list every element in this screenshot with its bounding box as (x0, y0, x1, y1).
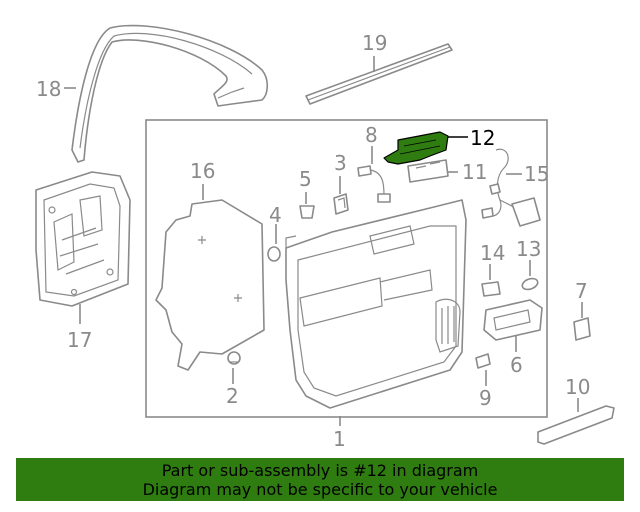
part-11-switch-housing (407, 159, 449, 183)
callout-6: 6 (510, 353, 523, 377)
part-7-cap (573, 317, 591, 341)
part-12-highlighted (383, 131, 449, 165)
part-15-wire-harness (481, 148, 541, 227)
part-6-door-handle (483, 299, 543, 341)
callout-19: 19 (362, 31, 387, 55)
callout-3: 3 (334, 151, 347, 175)
callout-4: 4 (269, 203, 282, 227)
callout-10: 10 (565, 375, 590, 399)
part-16-water-deflector (155, 199, 265, 371)
callout-17: 17 (67, 328, 92, 352)
callout-15: 15 (524, 162, 549, 186)
callout-16: 16 (190, 159, 215, 183)
leader-lines (64, 56, 583, 426)
callout-1: 1 (333, 427, 346, 451)
info-banner: Part or sub-assembly is #12 in diagram D… (16, 458, 624, 501)
part-8-switch-harness (357, 165, 391, 203)
callout-5: 5 (299, 167, 312, 191)
callout-8: 8 (365, 123, 378, 147)
callout-18: 18 (36, 77, 61, 101)
callout-13: 13 (516, 237, 541, 261)
callout-14: 14 (480, 241, 505, 265)
part-14-switch (481, 281, 501, 297)
part-2-push-pin (227, 351, 241, 365)
callout-12: 12 (470, 126, 495, 150)
callout-9: 9 (479, 386, 492, 410)
part-13-lamp (521, 277, 539, 291)
callout-7: 7 (575, 279, 588, 303)
part-5-fastener (299, 205, 315, 219)
door-panel-frame (145, 119, 548, 418)
part-1-door-trim-panel (285, 199, 467, 409)
part-18-weatherstrip (71, 24, 269, 163)
callout-2: 2 (226, 384, 239, 408)
banner-line-2: Diagram may not be specific to your vehi… (142, 480, 498, 499)
callout-labels: 1 2 3 4 5 6 7 8 9 10 11 12 13 14 15 16 1… (36, 31, 590, 451)
banner-line-1: Part or sub-assembly is #12 in diagram (161, 461, 479, 480)
part-19-belt-molding (305, 43, 453, 105)
part-3-bracket (333, 193, 349, 215)
part-9-bezel (475, 353, 491, 369)
parts-diagram: 1 2 3 4 5 6 7 8 9 10 11 12 13 14 15 16 1… (35, 24, 615, 451)
callout-11: 11 (462, 160, 487, 184)
part-4-clip (267, 246, 281, 262)
part-10-sill-trim (537, 405, 615, 445)
part-17-door-module (35, 171, 131, 307)
